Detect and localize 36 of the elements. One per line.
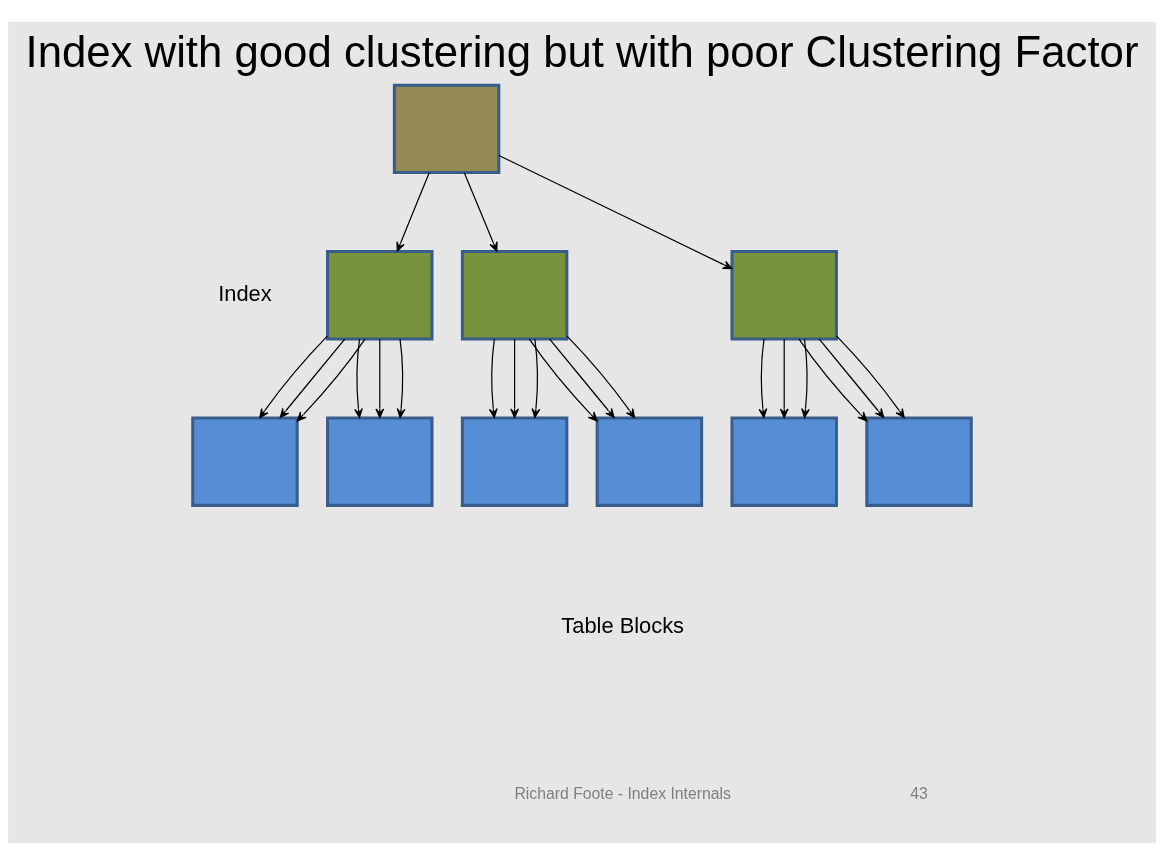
label: Table Blocks (561, 612, 685, 638)
label: Richard Foote - Index Internals (514, 784, 731, 802)
arrow (375, 338, 385, 418)
node-box (392, 83, 501, 174)
arrow (531, 338, 541, 418)
arrow (836, 335, 905, 418)
node-box (865, 415, 973, 507)
arrow (396, 338, 406, 418)
arrow (798, 338, 868, 421)
arrow (801, 338, 810, 418)
node-box (730, 415, 838, 507)
arrow (396, 171, 430, 252)
arrow (549, 338, 615, 418)
arrow (354, 338, 363, 418)
arrow (279, 338, 346, 418)
node-box (730, 249, 838, 340)
arrow (528, 338, 598, 421)
diagram-title: Index with good clustering but with poor Clustering Factor (25, 26, 1139, 76)
arrow (779, 338, 789, 418)
node-box (460, 415, 569, 507)
node-box (595, 415, 704, 507)
label: Index (218, 280, 272, 306)
arrow (296, 338, 366, 421)
arrow (488, 338, 498, 418)
label: 43 (910, 784, 928, 802)
node-box (326, 415, 434, 507)
arrow (566, 335, 636, 418)
arrow (758, 338, 768, 418)
node-box (326, 249, 434, 340)
arrow (463, 171, 498, 252)
arrow (498, 154, 733, 269)
arrow (818, 338, 885, 418)
node-box (460, 249, 569, 340)
node-box (191, 415, 299, 507)
arrow (510, 338, 520, 418)
arrow (259, 335, 328, 418)
